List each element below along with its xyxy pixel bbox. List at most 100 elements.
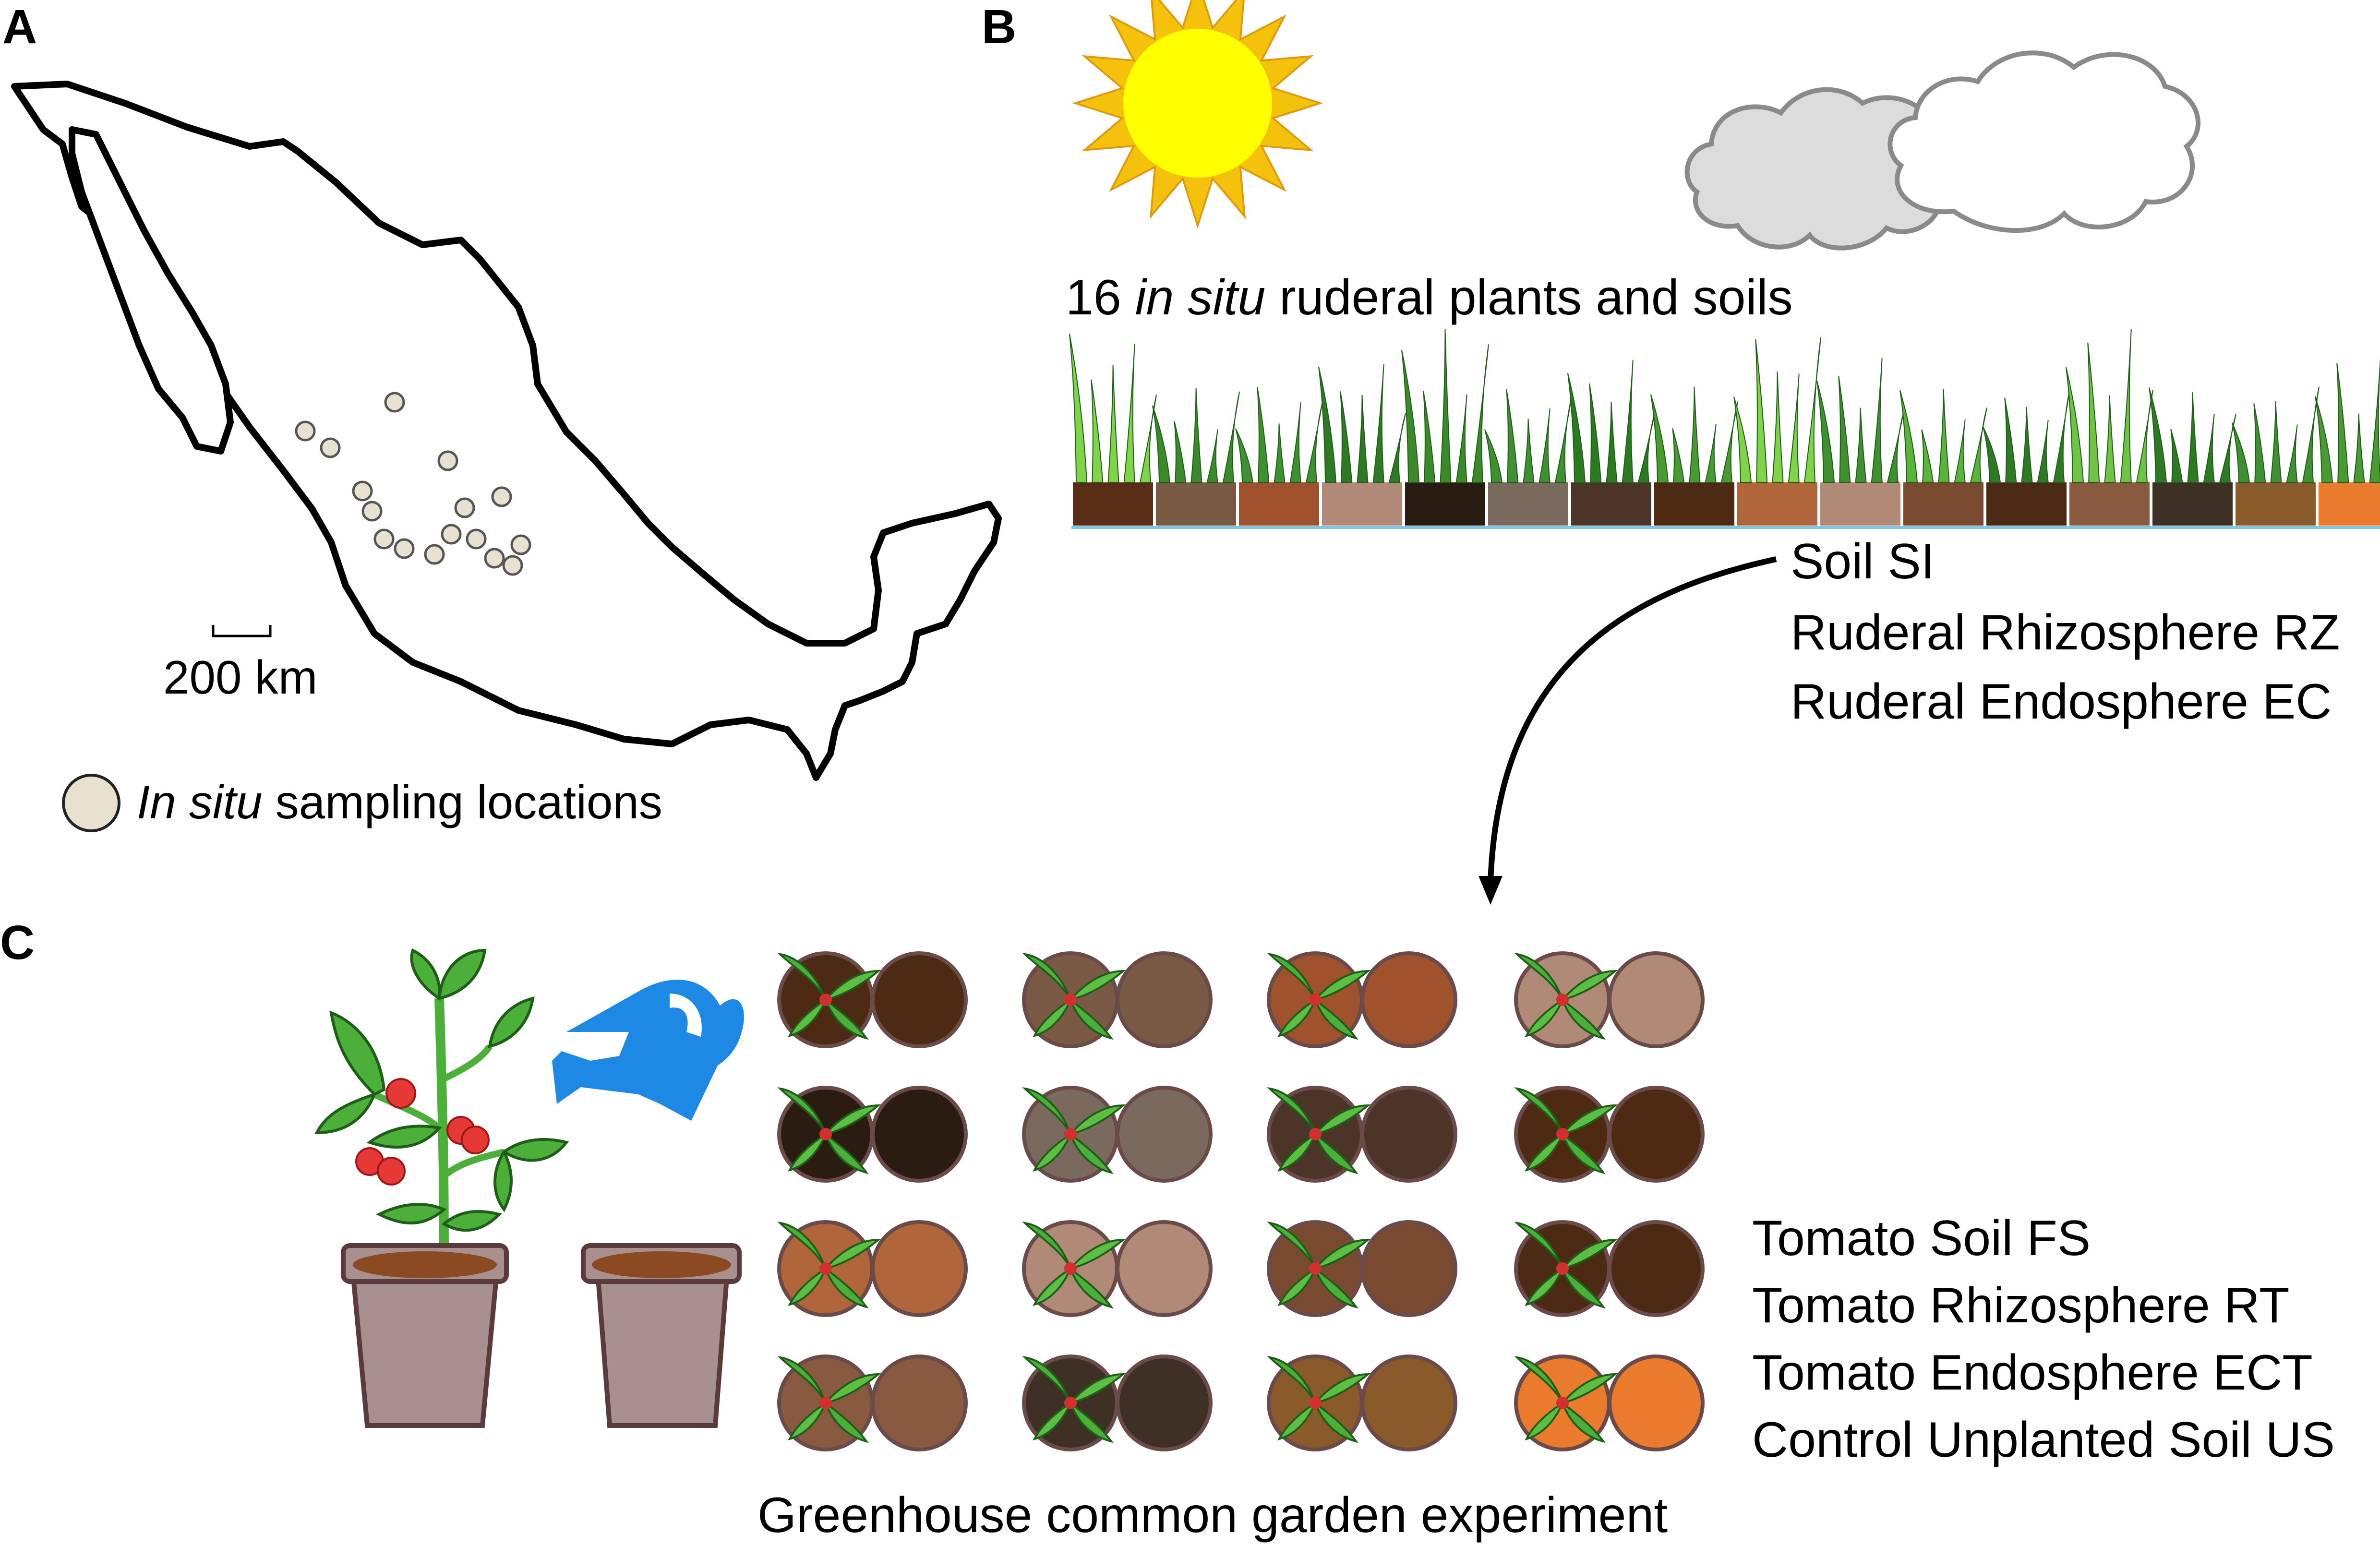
grass-blade (1803, 337, 1821, 483)
sampling-point (441, 524, 462, 545)
soil-sample (1073, 482, 1153, 526)
grass-blade (1069, 334, 1088, 483)
grass-blade (2369, 360, 2380, 483)
grass-blade (1788, 373, 1800, 483)
grass-blade (1091, 379, 1104, 483)
unplanted-pot (1608, 1354, 1705, 1451)
compartment-label: Tomato Rhizosphere RT (1752, 1278, 2289, 1333)
grass-blade (1388, 413, 1406, 483)
grass-blade (1606, 402, 1618, 483)
tomato-plant-icon (314, 948, 569, 1272)
planted-pot (1022, 951, 1124, 1048)
ruderal-plant (1484, 389, 1572, 526)
tomato-flowerpot-icon (341, 1243, 509, 1428)
sampling-point (394, 538, 415, 559)
sampling-point (295, 420, 316, 442)
grass-blade (1318, 366, 1337, 483)
sampling-point (466, 528, 487, 550)
grass-blade (2203, 413, 2215, 483)
compartment-label: Ruderal Rhizosphere RZ (1791, 605, 2340, 660)
grass-blade (1689, 386, 1701, 483)
unplanted-pot (1116, 1220, 1213, 1317)
soil-sample (2236, 482, 2316, 526)
grass-blade (2104, 395, 2116, 483)
grass-blade (1357, 395, 1369, 483)
sampling-point (510, 534, 531, 555)
grass-blade (1206, 429, 1218, 483)
grass-blade (1733, 396, 1752, 483)
ruderal-plant (1816, 358, 1904, 526)
grass-blade (1838, 375, 1851, 483)
soil-sample (1654, 482, 1734, 526)
unplanted-pot (1608, 951, 1705, 1048)
ruderal-compartment-list: Soil SI Ruderal Rhizosphere RZ Ruderal E… (1791, 534, 2340, 730)
grass-blade (2315, 396, 2333, 483)
grass-blade (2219, 413, 2236, 483)
grass-blade (1340, 391, 1353, 483)
soil-sample (1239, 482, 1319, 526)
baja-california-outline (69, 126, 234, 455)
grass-blade (1372, 364, 1384, 483)
unplanted-pot (1360, 1220, 1457, 1317)
unplanted-pot (1116, 1354, 1213, 1451)
compartment-label: Tomato Endosphere ECT (1752, 1345, 2313, 1401)
sampling-point (424, 544, 445, 565)
grass-blade (1506, 389, 1519, 483)
soil-sample (1322, 482, 1402, 526)
ruderal-plants-row (1069, 329, 2380, 529)
ruderal-plant (1983, 388, 2070, 526)
grass-blade (2037, 419, 2049, 483)
sampling-point (491, 486, 512, 507)
grass-blade (1650, 394, 1669, 483)
ruderal-plant (2232, 386, 2320, 526)
unplanted-pot (1608, 1086, 1705, 1183)
compartment-label: Ruderal Endosphere EC (1791, 674, 2332, 730)
grass-blade (1289, 402, 1301, 483)
grass-blade (2021, 407, 2033, 483)
ruderal-plant (1152, 388, 1240, 526)
grass-blade (1152, 405, 1171, 483)
sampling-point (320, 437, 341, 458)
soil-sample (2152, 482, 2233, 526)
grass-blade (1887, 411, 1904, 483)
ruderal-plant (1235, 386, 1323, 526)
planted-pot (1022, 1354, 1124, 1451)
grass-blade (1871, 358, 1883, 483)
grass-blade (1440, 329, 1452, 483)
soil-sample (2069, 482, 2150, 526)
grass-blade (2120, 329, 2132, 483)
planted-pot (1267, 951, 1369, 1048)
cloud-icon (1684, 50, 2200, 251)
ruderal-plant (1650, 386, 1738, 526)
planted-pot (1267, 1220, 1369, 1317)
empty-flowerpot-icon (581, 1243, 742, 1428)
grass-blade (1637, 413, 1655, 483)
legend-text-italic: In situ (137, 776, 262, 828)
planted-pot (1514, 1354, 1616, 1451)
planted-pot (1267, 1354, 1369, 1451)
grass-blade (1899, 390, 1918, 483)
grass-blade (1554, 396, 1572, 483)
legend-marker (62, 774, 120, 832)
grass-blade (1720, 401, 1738, 483)
sun-icon (1072, 0, 1323, 229)
sampling-point (384, 392, 405, 413)
unplanted-pot (871, 1220, 968, 1317)
ruderal-plant (1069, 334, 1157, 526)
grass-blade (1705, 424, 1717, 483)
unplanted-pot (871, 951, 968, 1048)
soil-sample (2319, 482, 2380, 526)
panel-b-title-italic: in situ (1135, 270, 1266, 325)
greenhouse-pot-grid (777, 951, 1705, 1451)
ruderal-plant (2066, 329, 2153, 526)
unplanted-pot (871, 1086, 968, 1183)
unplanted-pot (1360, 951, 1457, 1048)
grass-blade (1816, 380, 1835, 483)
planted-pot (777, 1086, 879, 1183)
grass-blade (2232, 422, 2250, 483)
panel-label-a: A (2, 0, 37, 54)
scale-label: 200 km (163, 651, 317, 704)
soil-sample (1820, 482, 1900, 526)
grass-blade (1938, 388, 1950, 483)
panel-b-title-suffix: ruderal plants and soils (1265, 270, 1792, 325)
